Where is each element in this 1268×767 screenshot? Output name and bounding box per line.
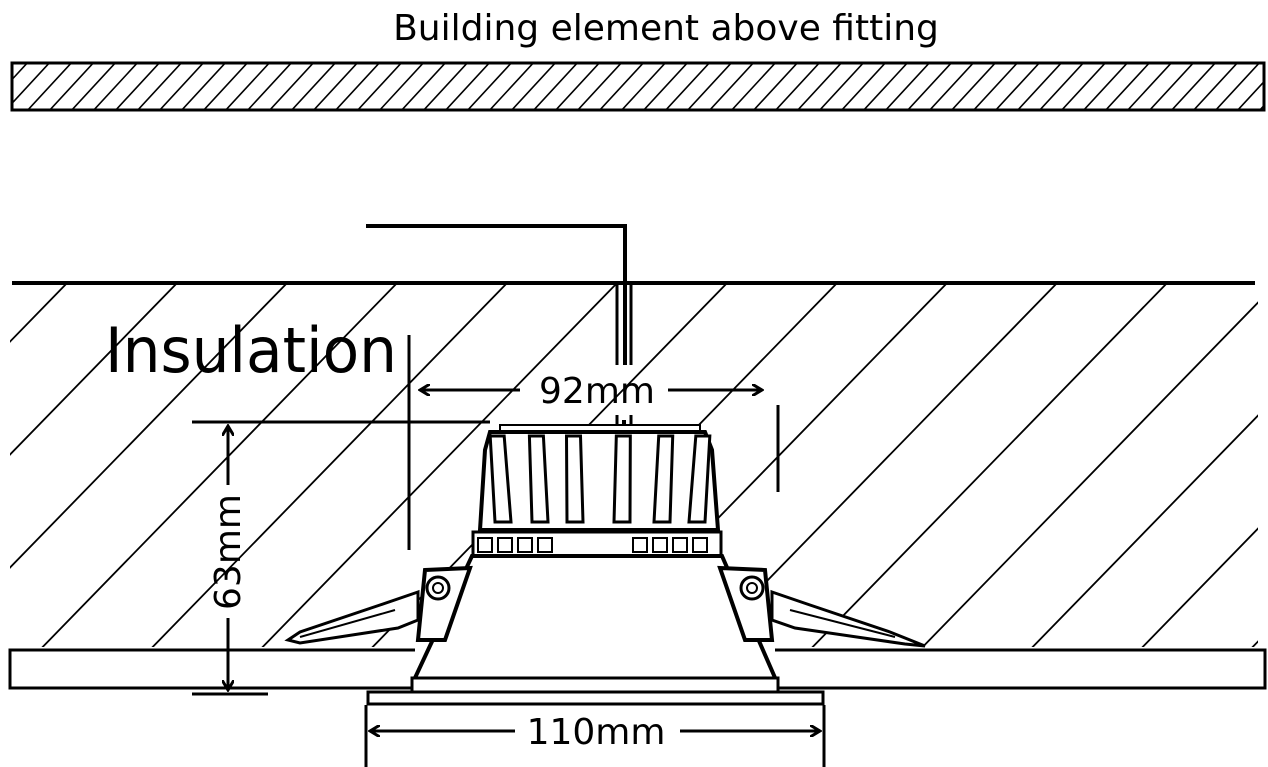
building-element-slab [10, 61, 1266, 112]
downlight-fitting [284, 424, 926, 706]
insulation-layer [10, 281, 1258, 647]
height-63-label: 63mm [208, 494, 249, 610]
width-110-label: 110mm [527, 712, 666, 753]
building-element-label: Building element above fitting [393, 8, 939, 49]
insulation-label: Insulation [105, 314, 397, 387]
width-92-dimension: 92mm [407, 335, 780, 550]
height-63-dimension: 63mm [192, 420, 490, 696]
width-92-label: 92mm [539, 371, 655, 412]
width-110-dimension: 110mm [364, 705, 826, 767]
ceiling-board [8, 648, 1267, 690]
